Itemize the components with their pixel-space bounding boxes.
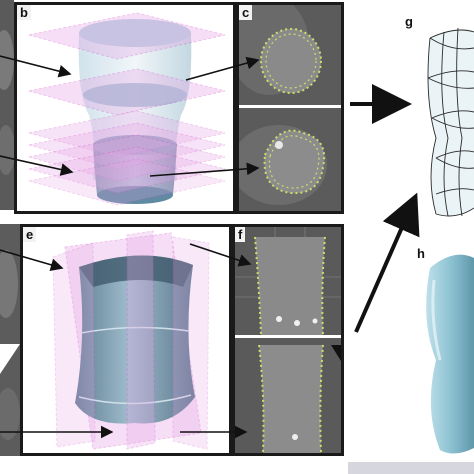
panel-h-label: h bbox=[417, 246, 425, 261]
panel-f-label: f bbox=[235, 227, 246, 242]
ct-strip-top-left bbox=[0, 0, 14, 210]
panel-c: c bbox=[236, 2, 344, 214]
panel-e: e bbox=[20, 224, 232, 456]
panel-c-label: c bbox=[239, 5, 253, 20]
ct-strip-bottom-left bbox=[0, 224, 20, 456]
panel-c-illustration bbox=[239, 5, 341, 211]
arrow-f-to-g bbox=[354, 192, 420, 333]
panel-g-label: g bbox=[405, 14, 413, 29]
panel-e-label: e bbox=[23, 227, 37, 242]
bottom-strip bbox=[348, 462, 474, 474]
panel-f: f bbox=[232, 224, 344, 456]
panel-h: h bbox=[410, 240, 474, 464]
panel-e-illustration bbox=[52, 230, 210, 450]
panel-g: g bbox=[396, 8, 474, 218]
panel-g-mesh bbox=[427, 27, 474, 217]
panel-b: b bbox=[14, 2, 236, 214]
panel-f-illustration bbox=[235, 227, 341, 453]
panel-b-label: b bbox=[17, 5, 31, 20]
ct-strip-bottom-left-art bbox=[0, 224, 20, 456]
ct-strip-top-left-art bbox=[0, 0, 14, 210]
panel-h-surface bbox=[426, 254, 474, 454]
panel-b-illustration bbox=[28, 12, 226, 206]
